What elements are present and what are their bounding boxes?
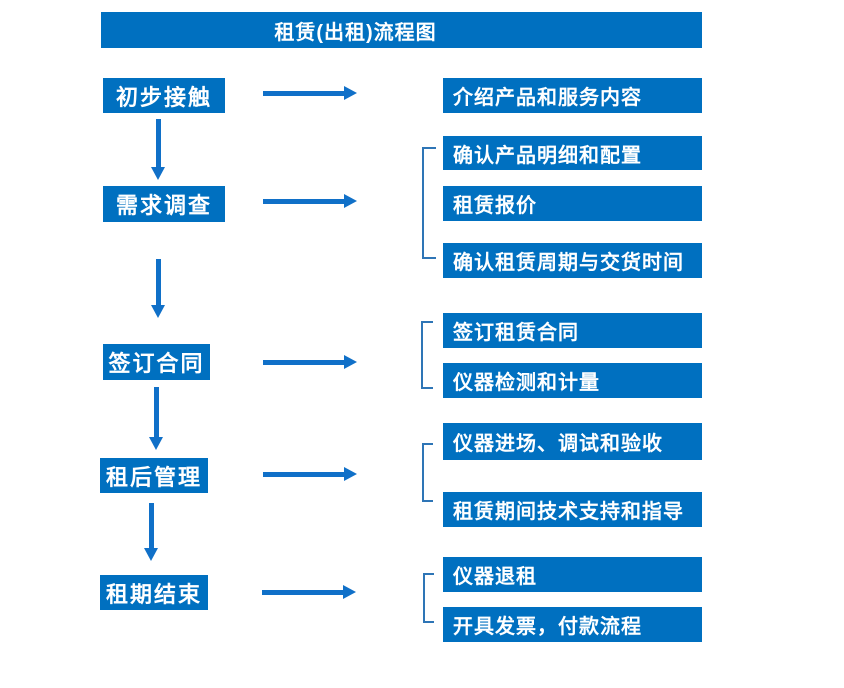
down-arrow-icon-1 [151,119,165,180]
down-arrow-icon-3 [149,387,163,450]
group-bracket-row4 [422,443,433,502]
right-arrow-icon-4 [263,467,357,481]
down-arrow-icon-4 [144,503,158,561]
detail-box-9: 仪器退租 [443,557,702,592]
stage-box-1: 初步接触 [103,78,225,113]
right-arrow-icon-5 [262,585,356,599]
detail-box-10: 开具发票，付款流程 [443,607,702,642]
detail-box-4: 确认租赁周期与交货时间 [443,243,702,278]
stage-box-2: 需求调查 [103,186,225,222]
detail-box-7: 仪器进场、调试和验收 [443,423,702,460]
group-bracket-row2 [422,147,436,259]
right-arrow-icon-2 [263,194,357,208]
stage-box-4: 租后管理 [100,458,208,493]
page-title: 租赁(出租)流程图 [101,12,702,48]
detail-box-6: 仪器检测和计量 [443,363,702,398]
group-bracket-row3 [421,321,433,389]
detail-box-5: 签订租赁合同 [443,313,702,348]
detail-box-2: 确认产品明细和配置 [443,136,702,170]
right-arrow-icon-3 [263,355,357,369]
right-arrow-icon-1 [263,86,357,100]
down-arrow-icon-2 [151,259,165,318]
group-bracket-row5 [423,573,434,623]
detail-box-1: 介绍产品和服务内容 [443,78,702,113]
stage-box-3: 签订合同 [103,344,210,380]
stage-box-5: 租期结束 [100,575,208,610]
detail-box-8: 租赁期间技术支持和指导 [443,492,702,527]
detail-box-3: 租赁报价 [443,186,702,221]
